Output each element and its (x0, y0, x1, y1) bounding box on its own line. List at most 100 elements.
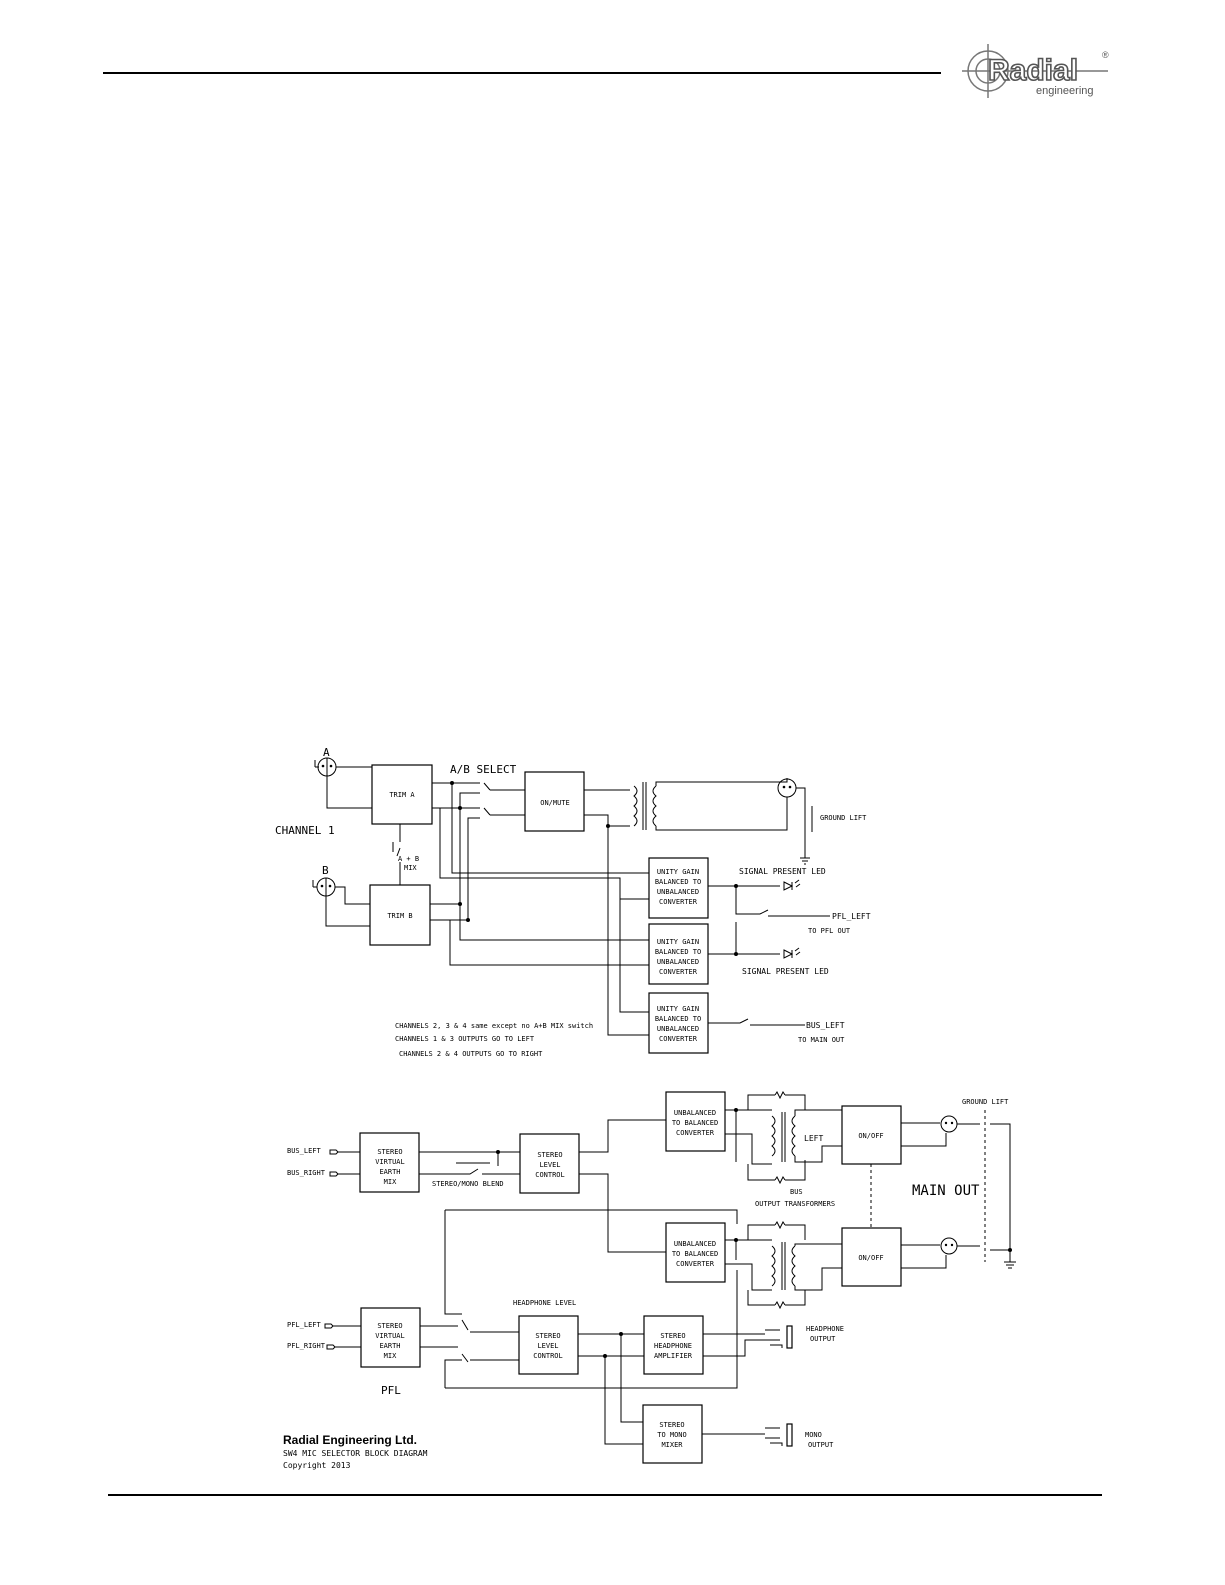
blend-label: STEREO/MONO BLEND (432, 1180, 504, 1188)
bus-ground-lift-label: GROUND LIFT (962, 1098, 1009, 1106)
main-out-xlr-top (940, 1115, 958, 1133)
on-off-top-block (841, 1105, 902, 1165)
xlr-b-connector (312, 877, 336, 897)
svg-text:TO BALANCED: TO BALANCED (672, 1119, 718, 1127)
led-icon-1 (783, 879, 801, 891)
svg-text:UNITY GAIN: UNITY GAIN (657, 938, 699, 946)
mix-label-1: A + B (398, 855, 419, 863)
svg-text:HEADPHONE: HEADPHONE (654, 1342, 692, 1350)
trans-label-1: BUS (790, 1188, 803, 1196)
footer-rule (108, 1494, 1102, 1496)
svg-text:BALANCED TO: BALANCED TO (655, 878, 701, 886)
svg-text:UNBALANCED: UNBALANCED (674, 1109, 716, 1117)
bus-level-block (519, 1133, 580, 1194)
pfl-title: PFL (381, 1384, 401, 1397)
mono-output-label-1: MONO (805, 1431, 822, 1439)
signal-led-label-2: SIGNAL PRESENT LED (742, 967, 829, 976)
svg-text:VIRTUAL: VIRTUAL (375, 1158, 405, 1166)
to-pfl-out-label: TO PFL OUT (808, 927, 851, 935)
hp-output-label-1: HEADPHONE (806, 1325, 844, 1333)
note-line-2: CHANNELS 1 & 3 OUTPUTS GO TO LEFT (395, 1035, 535, 1043)
svg-text:UNBALANCED: UNBALANCED (657, 1025, 699, 1033)
svg-text:MIXER: MIXER (661, 1441, 683, 1449)
headphone-jack-icon (765, 1325, 793, 1349)
pfl-section: PFL_LEFT PFL_RIGHT STEREO VIRTUAL EARTH … (287, 1209, 844, 1464)
hp-output-label-2: OUTPUT (810, 1335, 836, 1343)
svg-text:CONTROL: CONTROL (533, 1352, 563, 1360)
mono-mixer-block (642, 1404, 703, 1464)
bus-section: BUS_LEFT BUS_RIGHT STEREO VIRTUAL EARTH … (287, 1091, 1016, 1310)
ch-bus-left-label: BUS_LEFT (806, 1021, 845, 1030)
ab-select-label: A/B SELECT (450, 763, 517, 776)
hp-level-label: HEADPHONE LEVEL (513, 1299, 576, 1307)
credit-copyright: Copyright 2013 (283, 1461, 351, 1470)
pfl-stereo-mix-block (360, 1307, 421, 1368)
header-rule (103, 72, 941, 74)
mono-jack-icon (765, 1423, 793, 1447)
svg-text:CONVERTER: CONVERTER (659, 1035, 698, 1043)
svg-text:STEREO: STEREO (377, 1322, 402, 1330)
xlr-b-label: B (322, 864, 329, 877)
svg-text:TO BALANCED: TO BALANCED (672, 1250, 718, 1258)
signal-led-label-1: SIGNAL PRESENT LED (739, 867, 826, 876)
svg-text:LEVEL: LEVEL (539, 1161, 560, 1169)
main-out-xlr-bottom (940, 1237, 958, 1255)
on-off-bottom-block (841, 1227, 902, 1287)
svg-text:CONVERTER: CONVERTER (676, 1260, 715, 1268)
xlr-a-label: A (323, 746, 330, 759)
converter-block-1 (648, 857, 709, 919)
svg-text:STEREO: STEREO (537, 1151, 562, 1159)
bus-transformer-bottom-icon (771, 1242, 796, 1290)
brand-name: Radial (988, 54, 1078, 87)
svg-text:STEREO: STEREO (377, 1148, 402, 1156)
crosshair-icon (962, 44, 1108, 98)
ub-converter-top (665, 1091, 726, 1152)
svg-text:STEREO: STEREO (659, 1421, 684, 1429)
on-mute-block (524, 771, 585, 832)
svg-text:STEREO: STEREO (535, 1332, 560, 1340)
ch-pfl-left-label: PFL_LEFT (832, 912, 871, 921)
bus-right-input-label: BUS_RIGHT (287, 1169, 326, 1177)
bus-left-input-label: BUS_LEFT (287, 1147, 322, 1155)
svg-text:ON/OFF: ON/OFF (858, 1132, 883, 1140)
trim-a-label: TRIM A (389, 791, 415, 799)
svg-text:ON/OFF: ON/OFF (858, 1254, 883, 1262)
bus-transformer-top-icon (771, 1112, 796, 1162)
transformer-left-label: LEFT (804, 1134, 823, 1143)
credit-company: Radial Engineering Ltd. (283, 1433, 417, 1447)
brand-sub: engineering (1036, 85, 1094, 97)
output-transformer-icon (633, 782, 657, 830)
main-out-label: MAIN OUT (912, 1183, 980, 1199)
svg-text:TO MONO: TO MONO (657, 1431, 687, 1439)
on-mute-label: ON/MUTE (540, 799, 570, 807)
svg-text:AMPLIFIER: AMPLIFIER (654, 1352, 693, 1360)
mix-label-2: MIX (404, 864, 417, 872)
credit-doc: SW4 MIC SELECTOR BLOCK DIAGRAM (283, 1449, 428, 1458)
trim-a-block (371, 764, 433, 825)
trans-label-2: OUTPUT TRANSFORMERS (755, 1200, 835, 1208)
svg-text:MIX: MIX (384, 1178, 397, 1186)
svg-text:CONVERTER: CONVERTER (659, 898, 698, 906)
xlr-a-connector (314, 757, 337, 777)
brand-reg: ® (1102, 50, 1109, 60)
svg-text:EARTH: EARTH (379, 1342, 400, 1350)
led-icon-2 (783, 947, 801, 959)
svg-text:EARTH: EARTH (379, 1168, 400, 1176)
bus-stereo-mix-block (359, 1132, 420, 1193)
svg-text:BALANCED TO: BALANCED TO (655, 1015, 701, 1023)
channel-ground-lift-label: GROUND LIFT (820, 814, 867, 822)
hp-level-block (518, 1315, 579, 1375)
svg-text:BALANCED TO: BALANCED TO (655, 948, 701, 956)
svg-text:UNITY GAIN: UNITY GAIN (657, 1005, 699, 1013)
hp-amp-block (643, 1315, 704, 1375)
ub-converter-bottom (665, 1222, 726, 1283)
svg-text:MIX: MIX (384, 1352, 397, 1360)
svg-text:UNITY GAIN: UNITY GAIN (657, 868, 699, 876)
mono-output-label-2: OUTPUT (808, 1441, 834, 1449)
svg-text:STEREO: STEREO (660, 1332, 685, 1340)
svg-text:UNBALANCED: UNBALANCED (674, 1240, 716, 1248)
to-main-out-label: TO MAIN OUT (798, 1036, 845, 1044)
converter-block-3 (648, 992, 709, 1054)
converter-block-2 (648, 923, 709, 985)
svg-text:LEVEL: LEVEL (537, 1342, 558, 1350)
